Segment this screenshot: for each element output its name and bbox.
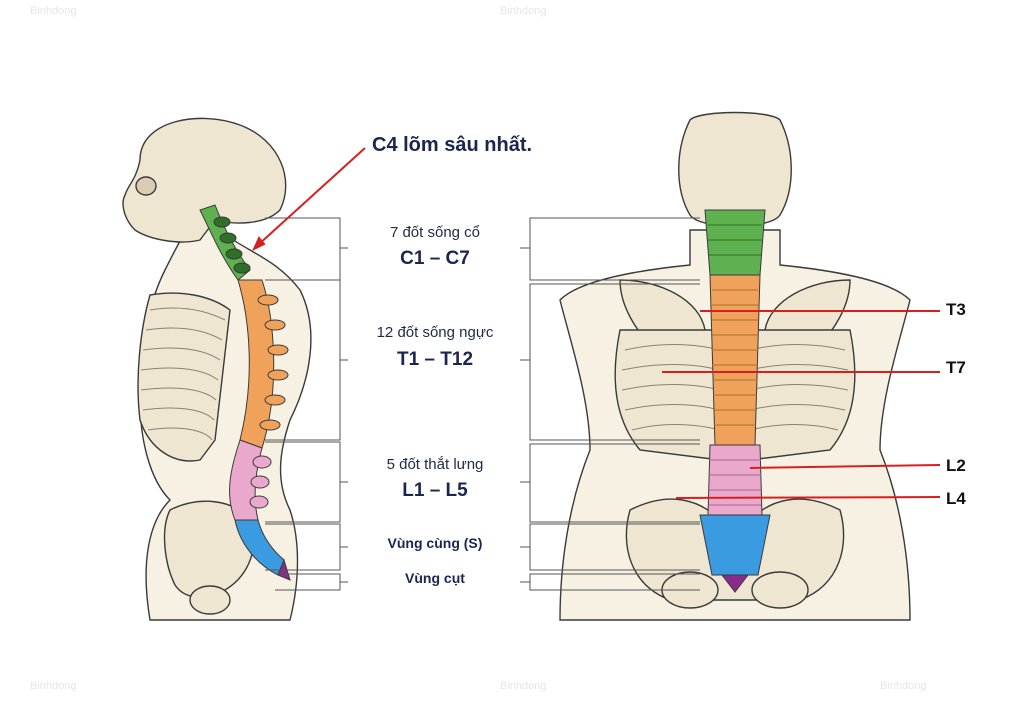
l4-pointer	[675, 496, 941, 499]
cervical-desc: 7 đốt sống cổ	[389, 224, 481, 241]
cervical-range: C1 – C7	[400, 248, 470, 269]
back-thoracic	[709, 274, 761, 446]
back-brackets	[520, 217, 700, 591]
back-sacrum	[699, 514, 771, 576]
c4-callout: C4 lõm sâu nhất.	[372, 134, 533, 156]
t7-label: T7	[946, 358, 966, 377]
watermark: Binhdong	[30, 680, 77, 692]
lumbar-desc: 5 đốt thắt lưng	[386, 456, 484, 473]
t3-label: T3	[946, 300, 966, 319]
back-spine	[699, 209, 771, 593]
side-pelvis	[163, 500, 255, 598]
side-spine	[199, 204, 291, 581]
pointer-lines	[251, 147, 941, 499]
watermark: Binhdong	[880, 680, 927, 692]
l2-pointer	[749, 464, 941, 469]
thoracic-desc: 12 đốt sống ngực	[376, 324, 494, 341]
coccyx-label: Vùng cụt	[405, 570, 465, 586]
thoracic-range: T1 – T12	[396, 349, 474, 370]
side-ribcage	[137, 292, 231, 462]
back-coccyx	[720, 574, 750, 593]
side-eye-socket	[135, 176, 157, 196]
back-head	[678, 111, 792, 227]
back-cervical	[704, 209, 766, 276]
sacral-label: Vùng cùng (S)	[387, 535, 483, 551]
watermark: Binhdong	[500, 680, 547, 692]
l2-label: L2	[946, 456, 966, 475]
watermark: Binhdong	[500, 5, 547, 17]
c4-pointer	[257, 147, 366, 246]
lumbar-range: L1 – L5	[402, 480, 468, 501]
l4-label: L4	[946, 489, 966, 508]
side-brackets	[265, 217, 348, 591]
watermark: Binhdong	[30, 5, 77, 17]
